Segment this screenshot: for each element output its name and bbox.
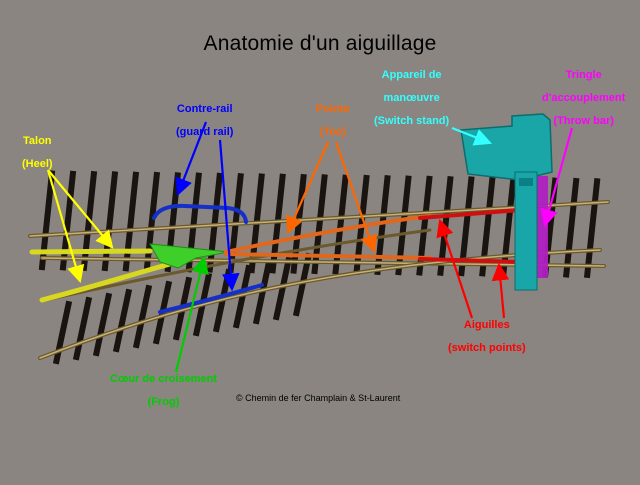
- diverging-rails: [38, 228, 602, 360]
- tie: [290, 173, 307, 274]
- straight-rails: [28, 200, 610, 268]
- tie: [292, 252, 313, 317]
- page-title: Anatomie d'un aiguillage: [203, 32, 437, 55]
- label-guard-rail: Contre-rail (guard rail): [176, 103, 234, 138]
- tie: [52, 300, 73, 365]
- tie: [206, 172, 223, 273]
- tie: [416, 175, 433, 276]
- tie: [562, 177, 580, 278]
- tie: [59, 170, 77, 271]
- callout-arrows: [46, 121, 574, 373]
- tie: [72, 296, 93, 361]
- label-switch-points: Aiguilles (switch points): [448, 319, 526, 354]
- label-throw-bar: Tringle d'accouplement (Throw bar): [542, 69, 626, 127]
- label-toe: Pointe (Toe): [316, 103, 350, 138]
- tie: [112, 288, 133, 353]
- tie: [122, 171, 140, 272]
- tie: [101, 171, 119, 272]
- switch-points: [418, 208, 522, 264]
- tie: [479, 176, 496, 277]
- tie: [185, 172, 202, 273]
- tie: [395, 175, 412, 276]
- tie: [458, 176, 475, 277]
- label-switch-stand: Appareil de manœuvre (Switch stand): [374, 69, 450, 127]
- tie: [583, 178, 601, 279]
- tie: [500, 176, 517, 277]
- toe-rails: [224, 214, 432, 260]
- tie: [252, 260, 273, 325]
- copyright-text: © Chemin de fer Champlain & St-Laurent: [236, 393, 401, 403]
- guard-rails: [152, 203, 264, 314]
- tie: [92, 292, 113, 357]
- tie: [132, 284, 153, 349]
- tie: [272, 256, 293, 321]
- heel-rails: [29, 248, 173, 303]
- tie: [143, 171, 161, 272]
- tie: [269, 173, 286, 274]
- tie: [38, 170, 56, 271]
- tie: [374, 175, 391, 276]
- tie: [332, 174, 349, 275]
- tie: [311, 174, 328, 275]
- label-heel: Talon (Heel): [22, 135, 53, 170]
- label-frog: Cœur de croisement (Frog): [110, 373, 217, 408]
